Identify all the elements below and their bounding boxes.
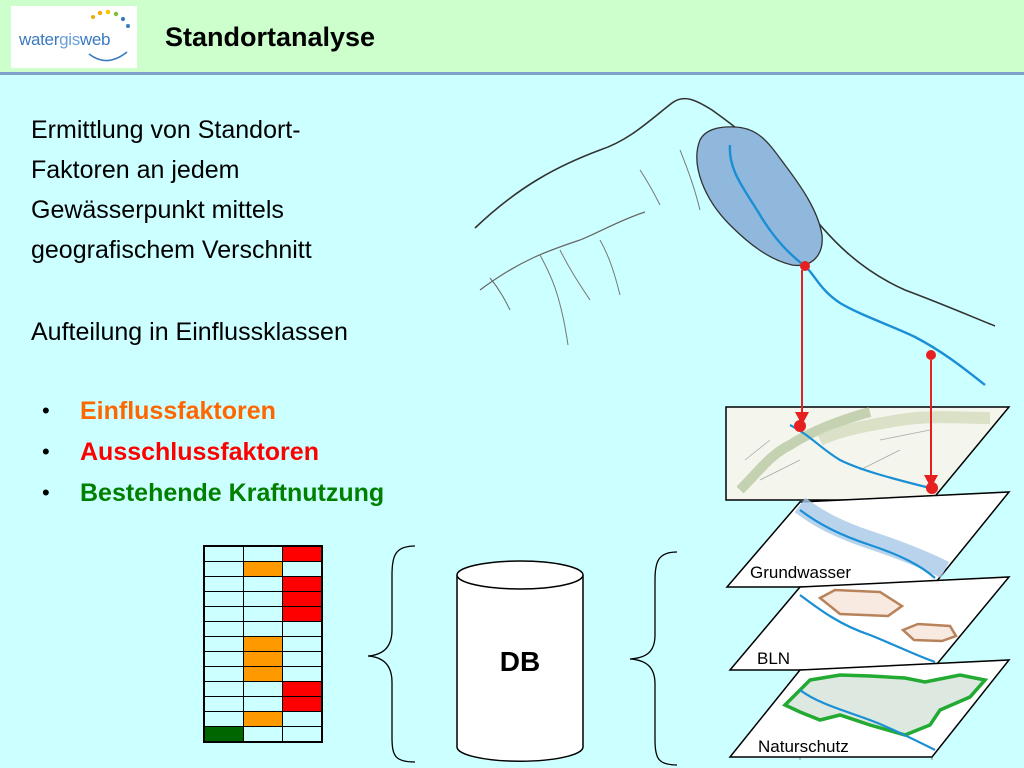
intro-line-2: Faktoren an jedem: [31, 156, 240, 184]
intro-line-3: Gewässerpunkt mittels: [31, 196, 284, 224]
page-title: Standortanalyse: [165, 22, 376, 52]
matrix-cell-red: [282, 545, 323, 562]
matrix-cell-cyan: [243, 726, 283, 743]
matrix-cell-red: [282, 591, 323, 607]
bullet-icon: •: [42, 398, 50, 423]
bullet-icon: •: [42, 439, 50, 464]
matrix-cell-orange: [243, 651, 283, 667]
marker-point: [794, 420, 806, 432]
matrix-cell-red: [282, 681, 323, 697]
matrix-cell-cyan: [243, 681, 283, 697]
matrix-row: [203, 696, 323, 712]
matrix-row: [203, 621, 323, 637]
matrix-cell-cyan: [203, 711, 244, 727]
matrix-cell-orange: [243, 636, 283, 652]
matrix-row: [203, 711, 323, 727]
subheading: Aufteilung in Einflussklassen: [31, 318, 348, 346]
intersection-arrows: [795, 270, 938, 488]
bln-layer: [728, 576, 1011, 671]
matrix-cell-cyan: [282, 726, 323, 743]
naturschutz-layer: [728, 659, 1011, 758]
intro-line-1: Ermittlung von Standort-: [31, 116, 301, 144]
matrix-cell-orange: [243, 561, 283, 577]
matrix-row: [203, 726, 323, 743]
logo-dots-icon: [88, 9, 130, 62]
bullet-icon: •: [42, 480, 50, 505]
river-line: [728, 144, 986, 386]
matrix-cell-cyan: [243, 591, 283, 607]
matrix-row: [203, 576, 323, 592]
factor-item-ausschluss: • Ausschlussfaktoren: [42, 436, 384, 477]
matrix-cell-cyan: [203, 576, 244, 592]
logo-text-gis: gis: [59, 30, 80, 49]
marker-point: [800, 261, 810, 271]
database-label: DB: [500, 646, 540, 677]
matrix-cell-cyan: [203, 621, 244, 637]
matrix-cell-cyan: [243, 621, 283, 637]
matrix-cell-cyan: [282, 711, 323, 727]
layer-label-grundwasser: Grundwasser: [750, 563, 852, 582]
logo-text-web: web: [79, 30, 111, 49]
factor-list: • Einflussfaktoren • Ausschlussfaktoren • B…: [42, 395, 384, 518]
matrix-cell-cyan: [282, 561, 323, 577]
header-bar: watergisweb Standortanalyse: [0, 0, 1024, 75]
matrix-cell-cyan: [282, 636, 323, 652]
factor-item-kraftnutzung: • Bestehende Kraftnutzung: [42, 477, 384, 518]
matrix-cell-cyan: [282, 621, 323, 637]
matrix-cell-cyan: [203, 666, 244, 682]
matrix-cell-dark_green: [203, 726, 244, 743]
map-layer: [725, 406, 1011, 501]
matrix-row: [203, 636, 323, 652]
matrix-cell-cyan: [203, 651, 244, 667]
matrix-cell-cyan: [203, 606, 244, 622]
layer-label-bln: BLN: [757, 649, 791, 668]
matrix-cell-cyan: [203, 696, 244, 712]
matrix-row: [203, 545, 323, 562]
layer-label-naturschutz: Naturschutz: [758, 737, 849, 756]
factor-label: Ausschlussfaktoren: [80, 438, 319, 466]
intro-paragraph: Ermittlung von Standort- Faktoren an jed…: [31, 110, 312, 270]
factor-matrix: [203, 545, 323, 743]
factor-item-einfluss: • Einflussfaktoren: [42, 395, 384, 436]
logo-text-water: water: [19, 30, 60, 49]
marker-point: [926, 482, 938, 494]
matrix-cell-red: [282, 696, 323, 712]
matrix-cell-orange: [243, 711, 283, 727]
factor-label: Bestehende Kraftnutzung: [80, 479, 385, 507]
matrix-row: [203, 591, 323, 607]
matrix-cell-cyan: [243, 545, 283, 562]
watergisweb-logo: watergisweb: [11, 6, 137, 68]
lake-shape: [696, 126, 823, 267]
logo-text: watergisweb: [19, 30, 111, 50]
matrix-row: [203, 681, 323, 697]
right-brace: [629, 551, 678, 766]
matrix-cell-red: [282, 576, 323, 592]
marker-point: [926, 350, 936, 360]
factor-label: Einflussfaktoren: [80, 397, 276, 425]
database-cylinder: [456, 560, 584, 762]
left-brace: [367, 545, 416, 763]
matrix-cell-cyan: [243, 606, 283, 622]
intro-line-4: geografischem Verschnitt: [31, 236, 312, 264]
